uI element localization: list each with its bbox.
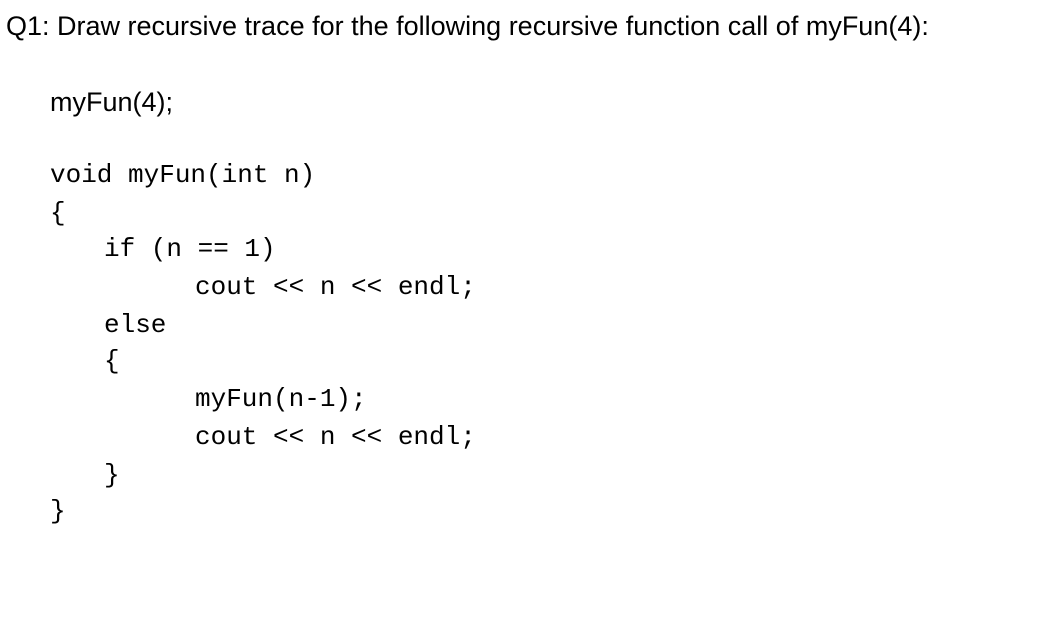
code-line-signature: void myFun(int n)	[50, 160, 316, 190]
question-text: Q1: Draw recursive trace for the followi…	[6, 11, 929, 41]
code-line-cout-after: cout << n << endl;	[195, 422, 476, 452]
code-line-close-brace: }	[50, 496, 66, 526]
code-line-else-close-brace: }	[104, 460, 120, 490]
code-line-recursive-call: myFun(n-1);	[195, 384, 367, 414]
code-line-else: else	[104, 310, 167, 340]
function-call: myFun(4);	[50, 87, 174, 117]
code-line-if: if (n == 1)	[104, 234, 276, 264]
code-line-cout-base: cout << n << endl;	[195, 272, 476, 302]
code-line-else-open-brace: {	[104, 346, 120, 376]
code-line-open-brace: {	[50, 198, 66, 228]
